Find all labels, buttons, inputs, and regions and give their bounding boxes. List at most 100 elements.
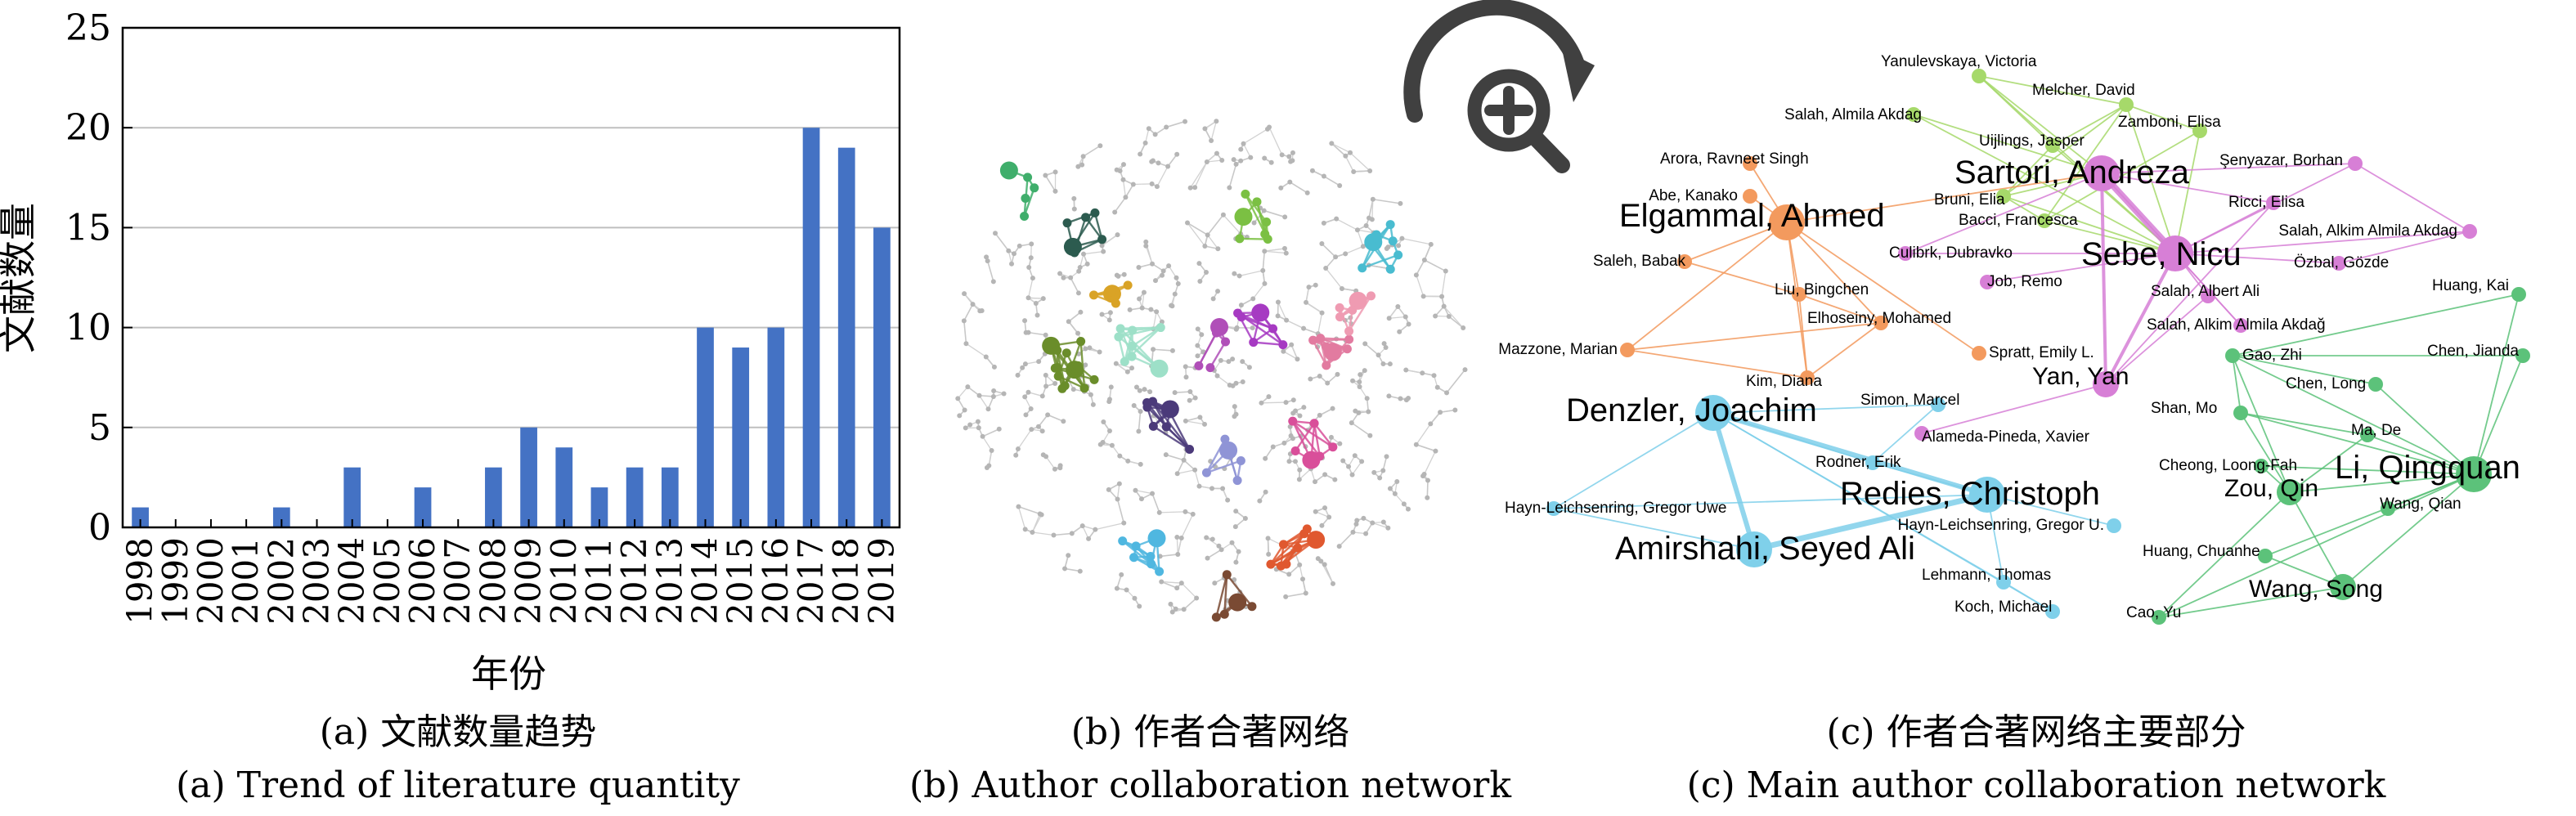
node xyxy=(1169,609,1175,615)
node xyxy=(1284,317,1290,323)
node-job: Job, Remo xyxy=(1980,273,2062,290)
node xyxy=(1025,330,1031,335)
node xyxy=(1137,296,1142,302)
node xyxy=(1154,309,1160,315)
edge xyxy=(1264,248,1286,252)
node-dot xyxy=(1695,395,1731,431)
node-dot xyxy=(2233,406,2248,420)
node xyxy=(1380,361,1386,367)
node-label: Huang, Chuanhe xyxy=(2143,543,2260,560)
node-dot xyxy=(1620,343,1635,357)
node xyxy=(1384,454,1389,460)
node xyxy=(1425,477,1430,483)
x-tick-label: 2005 xyxy=(367,537,407,625)
y-axis-label: 文献数量 xyxy=(0,203,40,353)
edge xyxy=(1335,218,1358,231)
node-dot xyxy=(2277,479,2303,505)
edge-liu-kim xyxy=(1798,294,1808,379)
x-tick-label: 2009 xyxy=(509,537,549,625)
node xyxy=(1240,379,1245,384)
node xyxy=(1420,370,1425,376)
node xyxy=(1360,244,1366,249)
node-dot xyxy=(1736,531,1772,567)
node xyxy=(1219,157,1225,163)
node xyxy=(1343,251,1349,257)
edge xyxy=(1144,128,1150,144)
node xyxy=(1166,263,1172,269)
node xyxy=(1131,402,1137,408)
node xyxy=(1297,467,1303,473)
node xyxy=(1026,265,1032,271)
node-chen_jianda: Chen, Jianda xyxy=(2427,343,2530,363)
node xyxy=(970,302,976,307)
node-salah_albert: Salah, Albert Ali xyxy=(2151,283,2260,303)
node xyxy=(1325,380,1331,386)
node xyxy=(1293,408,1299,414)
edge xyxy=(1068,321,1079,334)
node xyxy=(1326,514,1332,520)
node xyxy=(1039,428,1045,434)
node xyxy=(1159,579,1165,585)
edge-wang_song-cao xyxy=(2158,586,2344,618)
node xyxy=(1112,209,1118,215)
node xyxy=(1195,343,1200,348)
node xyxy=(1025,389,1031,395)
node xyxy=(1216,543,1222,549)
node-dot xyxy=(1743,156,1757,171)
edge xyxy=(1095,522,1124,531)
node xyxy=(1164,124,1169,130)
node xyxy=(1380,519,1386,525)
node xyxy=(1433,313,1438,319)
node-dot xyxy=(1546,501,1561,516)
edge xyxy=(1289,181,1308,194)
node xyxy=(1150,491,1156,496)
node xyxy=(1266,551,1272,557)
node xyxy=(1028,406,1034,412)
node xyxy=(1139,305,1145,311)
node xyxy=(1297,562,1303,567)
edge xyxy=(1317,312,1323,334)
node xyxy=(1334,216,1340,222)
x-tick-label: 2003 xyxy=(297,537,337,625)
axes xyxy=(121,26,901,529)
node-melcher: Melcher, David xyxy=(2032,82,2135,112)
node xyxy=(1016,243,1022,249)
edge xyxy=(1416,259,1425,276)
node xyxy=(1061,275,1066,280)
node xyxy=(1346,464,1352,469)
node xyxy=(1174,585,1180,591)
node xyxy=(1238,158,1244,164)
node xyxy=(1406,396,1411,401)
x-tick-label: 2014 xyxy=(685,537,725,625)
edge-denzler-amirshahi xyxy=(1711,412,1757,550)
node xyxy=(1099,312,1105,317)
node xyxy=(1218,547,1224,553)
edge xyxy=(1424,244,1432,261)
node-dot xyxy=(2225,348,2240,363)
edge xyxy=(1122,179,1127,198)
node xyxy=(1282,214,1288,220)
node xyxy=(1101,249,1106,254)
edge-bruni-sebe xyxy=(2003,195,2176,254)
edge-zou-li xyxy=(2289,473,2475,493)
edge xyxy=(1160,581,1178,589)
node xyxy=(1154,184,1160,190)
edge xyxy=(1243,128,1268,145)
node-label: Sebe, Nicu xyxy=(2081,236,2242,272)
node-dot xyxy=(2330,574,2356,600)
node xyxy=(1220,212,1226,217)
node xyxy=(1028,255,1034,261)
node-salah_aaa: Salah, Alkim Almila Akdag xyxy=(2278,222,2477,240)
edge xyxy=(1160,554,1178,558)
node-dot xyxy=(2266,195,2281,210)
node xyxy=(1071,206,1077,212)
node xyxy=(1142,140,1148,146)
node xyxy=(1195,353,1200,359)
cluster xyxy=(1233,303,1288,350)
node xyxy=(1137,388,1142,393)
edge-ricci-yan xyxy=(2105,202,2274,385)
node-dot xyxy=(2107,518,2121,533)
node xyxy=(1106,428,1112,434)
node xyxy=(1303,590,1308,596)
